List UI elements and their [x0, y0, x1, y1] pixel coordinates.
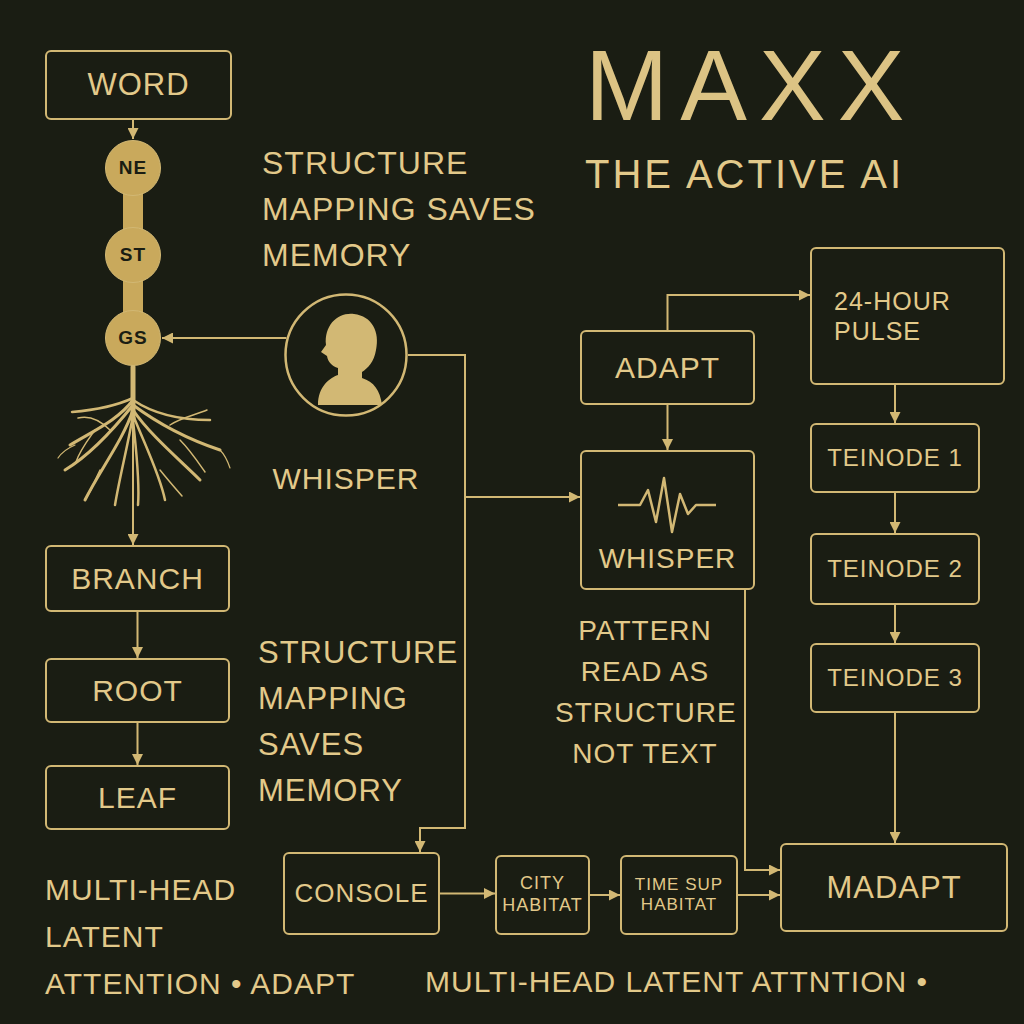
bead-circle: GS: [104, 309, 162, 367]
label-block: MULTI-HEAD LATENT ATTNTION •: [425, 962, 1005, 1002]
root-twig: [160, 470, 182, 496]
connector-arrow: [137, 723, 139, 765]
node-text: WHISPER: [599, 542, 737, 576]
connector-arrow: [668, 295, 811, 330]
root-twig: [170, 410, 207, 425]
process-box: TIME SUP HABITAT: [620, 855, 738, 935]
icon-circle: WHISPER: [284, 293, 408, 417]
process-box: TEINODE 2: [810, 533, 980, 605]
process-box: MADAPT: [780, 843, 1008, 932]
wrap-spacer: [275, 866, 395, 960]
note-label: STRUCTURE MAPPING SAVES MEMORY: [258, 635, 458, 808]
note-label: PATTERN READ AS STRUCTURE NOT TEXT: [555, 615, 737, 769]
node-text: TEINODE 1: [827, 444, 963, 473]
note-label: STRUCTURE MAPPING SAVES MEMORY: [262, 145, 536, 273]
root-strand: [72, 398, 133, 412]
process-box: ADAPT: [580, 330, 755, 405]
circle-shape: [106, 228, 161, 283]
label-block: MULTI-HEAD LATENT ATTENTION • ADAPT: [45, 866, 395, 1007]
node-text: TIME SUP HABITAT: [627, 875, 731, 916]
node-text: ROOT: [92, 673, 183, 709]
connector-arrow: [894, 713, 896, 843]
process-box: CITY HABITAT: [495, 855, 590, 935]
process-box: BRANCH: [45, 545, 230, 612]
process-box: WORD: [45, 50, 232, 120]
node-text: WORD: [87, 66, 189, 103]
node-text: TEINODE 3: [827, 664, 963, 693]
root-twig: [78, 417, 110, 430]
label-block: STRUCTURE MAPPING SAVES MEMORY: [262, 140, 552, 278]
root-strand: [133, 410, 200, 480]
root-strand: [133, 400, 210, 420]
node-text: BRANCH: [71, 561, 204, 597]
connector-arrow: [137, 612, 139, 658]
node-text: TEINODE 2: [827, 555, 963, 584]
node-text: NE: [119, 157, 147, 180]
label-block: STRUCTURE MAPPING SAVES MEMORY: [258, 630, 458, 814]
note-label: MULTI-HEAD LATENT ATTNTION •: [425, 965, 928, 998]
connector-arrow: [162, 337, 286, 339]
root-strand: [133, 405, 220, 450]
connector-arrow: [894, 605, 896, 643]
process-box: CONSOLE: [283, 852, 440, 935]
root-twig: [220, 450, 230, 468]
root-twig: [180, 440, 205, 472]
node-text: GS: [118, 327, 147, 350]
node-text: 24-HOUR PULSE: [834, 286, 981, 346]
circle-shape: [106, 311, 161, 366]
node-text: CITY HABITAT: [502, 873, 583, 916]
connector-arrow: [408, 355, 580, 497]
head-icon: [318, 314, 382, 405]
connector-arrow: [590, 894, 620, 896]
connector-arrow: [745, 590, 780, 870]
process-box: LEAF: [45, 765, 230, 830]
ring-outline: [284, 293, 408, 417]
bead-circle: ST: [104, 226, 162, 284]
note-label: MULTI-HEAD LATENT ATTENTION • ADAPT: [45, 873, 355, 1000]
connector-arrow: [132, 367, 134, 545]
node-text: WHISPER: [272, 461, 419, 497]
bead-circle: NE: [104, 139, 162, 197]
root-illustration: [58, 367, 230, 505]
node-text: MADAPT: [826, 869, 961, 906]
root-twig: [58, 445, 75, 458]
connector-arrow: [894, 385, 896, 423]
node-text: CONSOLE: [294, 878, 428, 909]
node-text: LEAF: [98, 780, 177, 816]
process-box: 24-HOUR PULSE: [810, 247, 1005, 385]
node-text: ADAPT: [615, 350, 720, 386]
connector-arrow: [440, 893, 495, 895]
note-label: THE ACTIVE AI: [585, 152, 904, 196]
title: MAXX: [585, 35, 916, 135]
label-block: THE ACTIVE AI: [585, 150, 1015, 198]
circle-shape: [286, 295, 407, 416]
process-box: TEINODE 1: [810, 423, 980, 493]
root-twig: [86, 470, 100, 498]
node-text: ST: [120, 244, 146, 267]
connector-arrow: [738, 894, 780, 896]
connector-arrow: [132, 120, 134, 139]
connector-arrow: [667, 405, 669, 450]
process-box: WHISPER: [580, 450, 755, 590]
root-strand: [115, 415, 133, 505]
process-box: ROOT: [45, 658, 230, 723]
root-twig: [76, 430, 95, 462]
circle-shape: [106, 141, 161, 196]
label-block: PATTERN READ AS STRUCTURE NOT TEXT: [555, 610, 735, 774]
connector-arrow: [408, 355, 465, 852]
waveform-icon: [618, 478, 716, 532]
connector-arrow: [894, 493, 896, 533]
process-box: TEINODE 3: [810, 643, 980, 713]
